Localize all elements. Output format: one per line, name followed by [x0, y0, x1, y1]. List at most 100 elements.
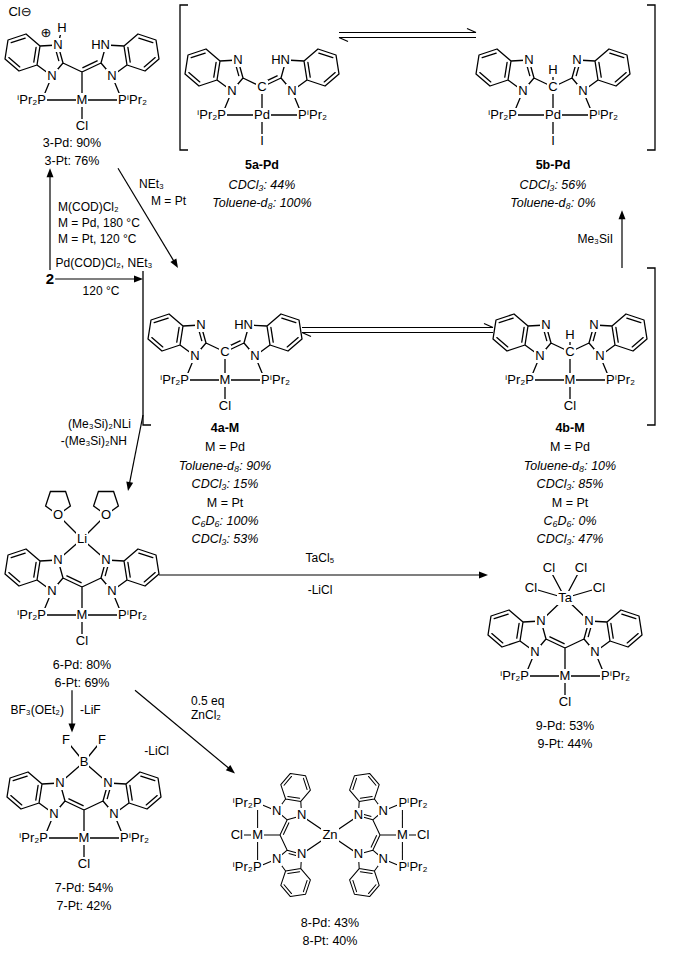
arrow-line — [49, 176, 50, 270]
atom-label: M — [559, 669, 572, 684]
atom-label: Cl — [416, 828, 430, 843]
pincer-skeleton — [5, 549, 159, 641]
atom-label: Cl — [75, 119, 89, 134]
arrow-line — [302, 327, 493, 328]
thf-ligands — [46, 492, 119, 561]
atom-label: N — [534, 349, 545, 364]
compound-label: Toluene-d₈: 10% — [523, 459, 617, 473]
compound-label: CDCl₃: 47% — [536, 532, 605, 546]
reagent-label: (Me₃Si)₂NLi — [67, 418, 132, 432]
atom-label: N — [378, 804, 389, 819]
atom-label: F — [97, 733, 107, 748]
equilibrium-arrow — [339, 29, 476, 42]
reaction-arrow — [619, 210, 626, 268]
atom-label: N — [195, 318, 206, 333]
atom-label: H — [547, 63, 558, 78]
atom-label: N — [52, 38, 63, 53]
equilibrium-arrow — [302, 324, 493, 337]
structure — [237, 773, 311, 896]
atom-label: N — [189, 349, 200, 364]
compound: NHNCNNⁱPr₂PMPⁱPr₂Cl4b-MM = PdToluene-d₈:… — [493, 268, 655, 546]
atom-label: PⁱPr₂ — [117, 93, 148, 108]
compound-label: 5a-Pd — [244, 158, 280, 172]
compound: FFBNNNNⁱPr₂PMPⁱPr₂Cl7-Pd: 54%7-Pt: 42% — [7, 733, 161, 914]
atom-label: M — [78, 831, 91, 846]
compound-label: CDCl₃: 53% — [191, 532, 260, 546]
arrow-line — [339, 37, 476, 38]
compound-label: Toluene-d₈: 90% — [178, 459, 272, 473]
atom-label: ⁱPr₂P — [499, 669, 530, 684]
compound-label: C₆D₆: 100% — [190, 514, 259, 528]
compound: NHNCNNⁱPr₂PPdPⁱPr₂I5a-PdCDCl₃: 44%Toluen… — [180, 5, 339, 210]
arrow-line — [302, 332, 493, 333]
compound-label: 4a-M — [210, 421, 240, 435]
atom-label: M — [564, 373, 577, 388]
atom-label: N — [523, 53, 534, 68]
bracket — [180, 5, 655, 150]
compound-label: Toluene-d₈: 100% — [211, 196, 312, 210]
compound-label: 3-Pd: 90% — [42, 136, 102, 150]
pincer-skeleton — [237, 773, 311, 896]
reagent-label: Pd(COD)Cl₂, NEt₃ — [55, 257, 154, 271]
atom-label: Cl — [230, 828, 244, 843]
atom-label: B — [79, 755, 90, 770]
pincer-skeleton — [476, 49, 630, 141]
reagent-label: M(COD)Cl₂ — [57, 201, 120, 215]
compound-number: 2 — [45, 270, 55, 287]
atom-label: PⁱPr₂ — [588, 108, 619, 123]
compound-label: CDCl₃: 44% — [228, 178, 297, 192]
arrow-line — [621, 218, 622, 268]
atom-label: N — [232, 53, 243, 68]
pincer-skeleton — [148, 314, 302, 406]
compound: Cl⊖⊕HNHNNNⁱPr₂PMPⁱPr₂Cl3-Pd: 90%3-Pt: 76… — [5, 5, 159, 169]
atom-label: N — [353, 808, 364, 823]
atom-label: N — [100, 553, 111, 568]
atom-label: M — [76, 608, 89, 623]
atom-label: N — [529, 645, 540, 660]
reaction-arrow — [55, 276, 143, 283]
compound-label: C₆D₆: 0% — [542, 514, 597, 528]
atom-label: M — [396, 828, 409, 843]
compound-label: 8-Pd: 43% — [300, 916, 360, 930]
compound-label: 8-Pt: 40% — [302, 934, 359, 948]
atom-label: HN — [90, 38, 111, 53]
condition-label: M = Pd, 180 °C — [57, 217, 141, 231]
atom-label: N — [271, 804, 282, 819]
atom-label: N — [296, 808, 307, 823]
atom-label: Cl⊖ — [7, 5, 32, 20]
atom-label: I — [550, 134, 556, 149]
atom-label: Zn — [321, 828, 338, 843]
atom-label: ⁱPr₂P — [18, 831, 49, 846]
atom-label: H — [56, 21, 67, 36]
arrow-line — [71, 690, 72, 724]
arrow-line — [302, 333, 311, 337]
atom-label: Cl — [218, 399, 232, 414]
atom-label: C — [547, 80, 558, 95]
atom-label: N — [106, 69, 117, 84]
atom-label: N — [48, 807, 59, 822]
atom-label: C — [256, 80, 267, 95]
atom-label: N — [583, 614, 594, 629]
double-bond — [549, 637, 564, 644]
compound-label: M = Pd — [549, 440, 591, 454]
atom-label: PⁱPr₂ — [397, 796, 428, 811]
compound-label: 2 — [45, 270, 55, 287]
reagent-label: NEt₃ — [138, 178, 165, 192]
reagent-label: 0.5 eq ZnCl₂ — [190, 695, 244, 723]
condition-label: M = Pt — [150, 195, 187, 209]
atom-label: PⁱPr₂ — [260, 373, 291, 388]
atom-label: Pd — [253, 108, 271, 123]
atom-label: N — [106, 584, 117, 599]
atom-label: N — [378, 852, 389, 867]
atom-label: N — [594, 349, 605, 364]
atom-label: PⁱPr₂ — [605, 373, 636, 388]
double-bond — [66, 576, 81, 583]
arrowhead — [226, 765, 235, 773]
atom-label: Cl — [75, 634, 89, 649]
condition-label: -(Me₃Si)₂NH — [60, 435, 128, 449]
double-bond — [371, 835, 377, 847]
atom-label: Cl — [524, 581, 538, 596]
compound-label: 9-Pd: 53% — [535, 719, 595, 733]
atom-label: N — [54, 776, 65, 791]
